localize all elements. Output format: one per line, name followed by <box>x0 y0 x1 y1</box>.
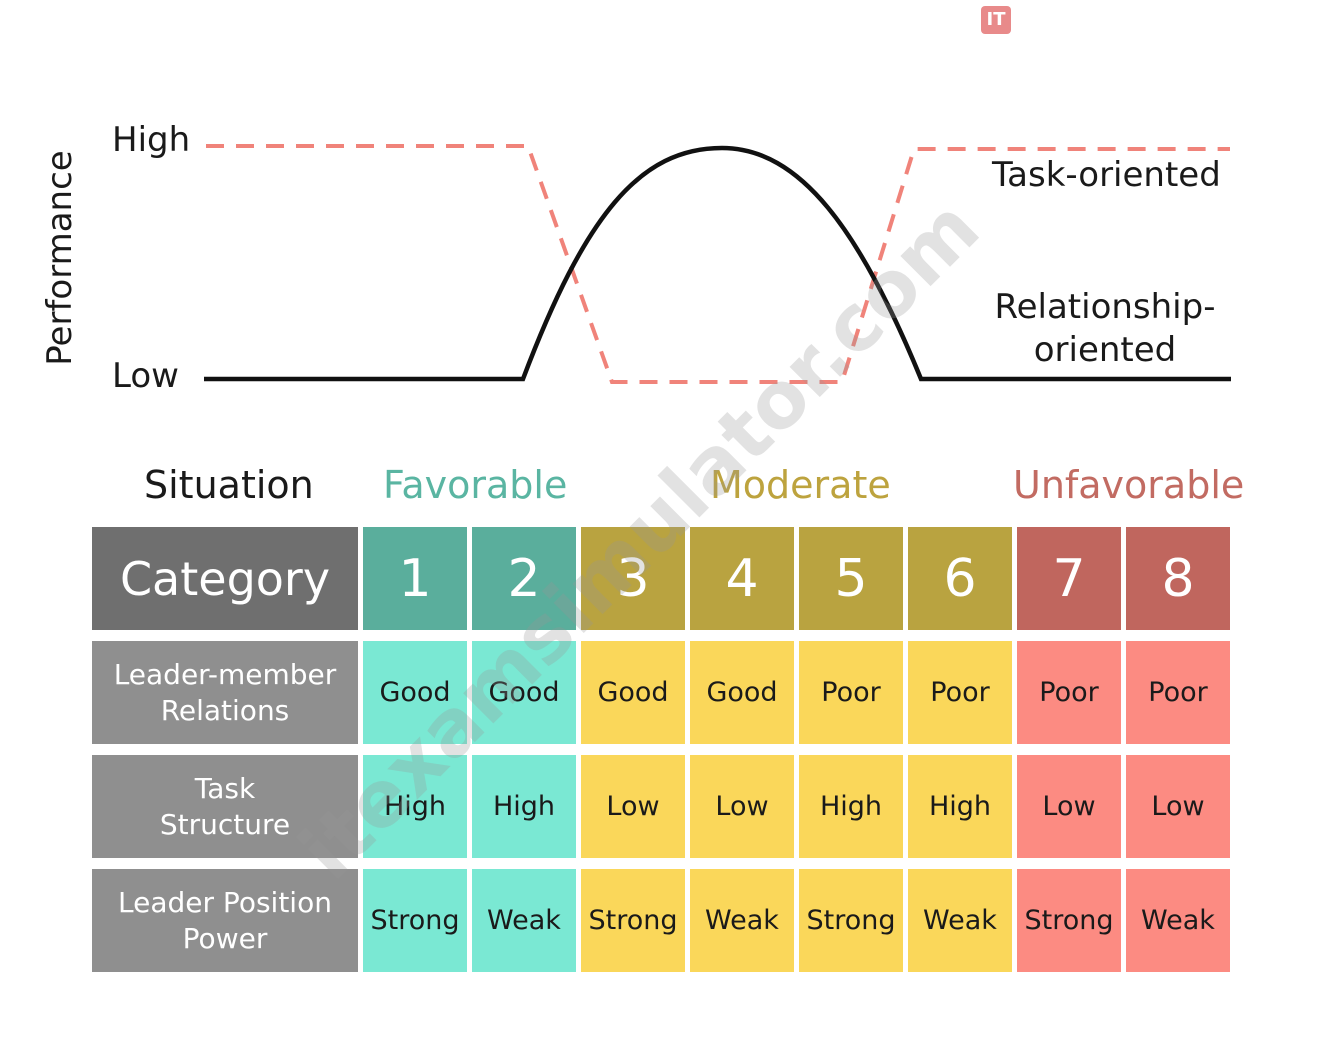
category-number-1: 1 <box>363 527 467 630</box>
table-cell: Good <box>690 641 794 744</box>
relationship-oriented-line <box>204 145 1231 382</box>
table-cell: Weak <box>908 869 1012 972</box>
relationship-oriented-label: Relationship- oriented <box>992 286 1218 372</box>
category-number-8: 8 <box>1126 527 1230 630</box>
category-number-7: 7 <box>1017 527 1121 630</box>
table-cell: High <box>472 755 576 858</box>
table-cell: Low <box>690 755 794 858</box>
table-cell: Low <box>581 755 685 858</box>
relationship-label-line-1: Relationship- <box>994 287 1216 327</box>
table-cell: Good <box>581 641 685 744</box>
category-number-6: 6 <box>908 527 1012 630</box>
category-header: Category <box>92 527 358 630</box>
category-number-2: 2 <box>472 527 576 630</box>
situation-label: Situation <box>144 463 314 507</box>
table-cell: Weak <box>472 869 576 972</box>
table-cell: Strong <box>799 869 903 972</box>
table-cell: Weak <box>690 869 794 972</box>
unfavorable-label: Unfavorable <box>1013 463 1245 507</box>
table-cell: Good <box>472 641 576 744</box>
task-oriented-label: Task-oriented <box>992 155 1221 195</box>
performance-chart <box>204 144 1231 384</box>
table-cell: Strong <box>1017 869 1121 972</box>
high-label: High <box>112 120 191 160</box>
low-label: Low <box>112 356 179 396</box>
table-cell: Poor <box>1126 641 1230 744</box>
y-axis-title: Performance <box>40 150 80 366</box>
category-number-4: 4 <box>690 527 794 630</box>
table-cell: High <box>908 755 1012 858</box>
table-cell: High <box>363 755 467 858</box>
table-cell: Weak <box>1126 869 1230 972</box>
moderate-label: Moderate <box>710 463 891 507</box>
table-cell: Poor <box>799 641 903 744</box>
favorable-label: Favorable <box>383 463 568 507</box>
category-number-3: 3 <box>581 527 685 630</box>
category-number-5: 5 <box>799 527 903 630</box>
site-logo: IT <box>981 6 1011 34</box>
table-cell: Poor <box>908 641 1012 744</box>
table-cell: Poor <box>1017 641 1121 744</box>
table-cell: High <box>799 755 903 858</box>
table-cell: Low <box>1126 755 1230 858</box>
table-cell: Strong <box>581 869 685 972</box>
relationship-label-line-2: oriented <box>1033 330 1177 370</box>
table-cell: Good <box>363 641 467 744</box>
logo-text: IT <box>986 9 1006 30</box>
table-cell: Strong <box>363 869 467 972</box>
table-cell: Low <box>1017 755 1121 858</box>
